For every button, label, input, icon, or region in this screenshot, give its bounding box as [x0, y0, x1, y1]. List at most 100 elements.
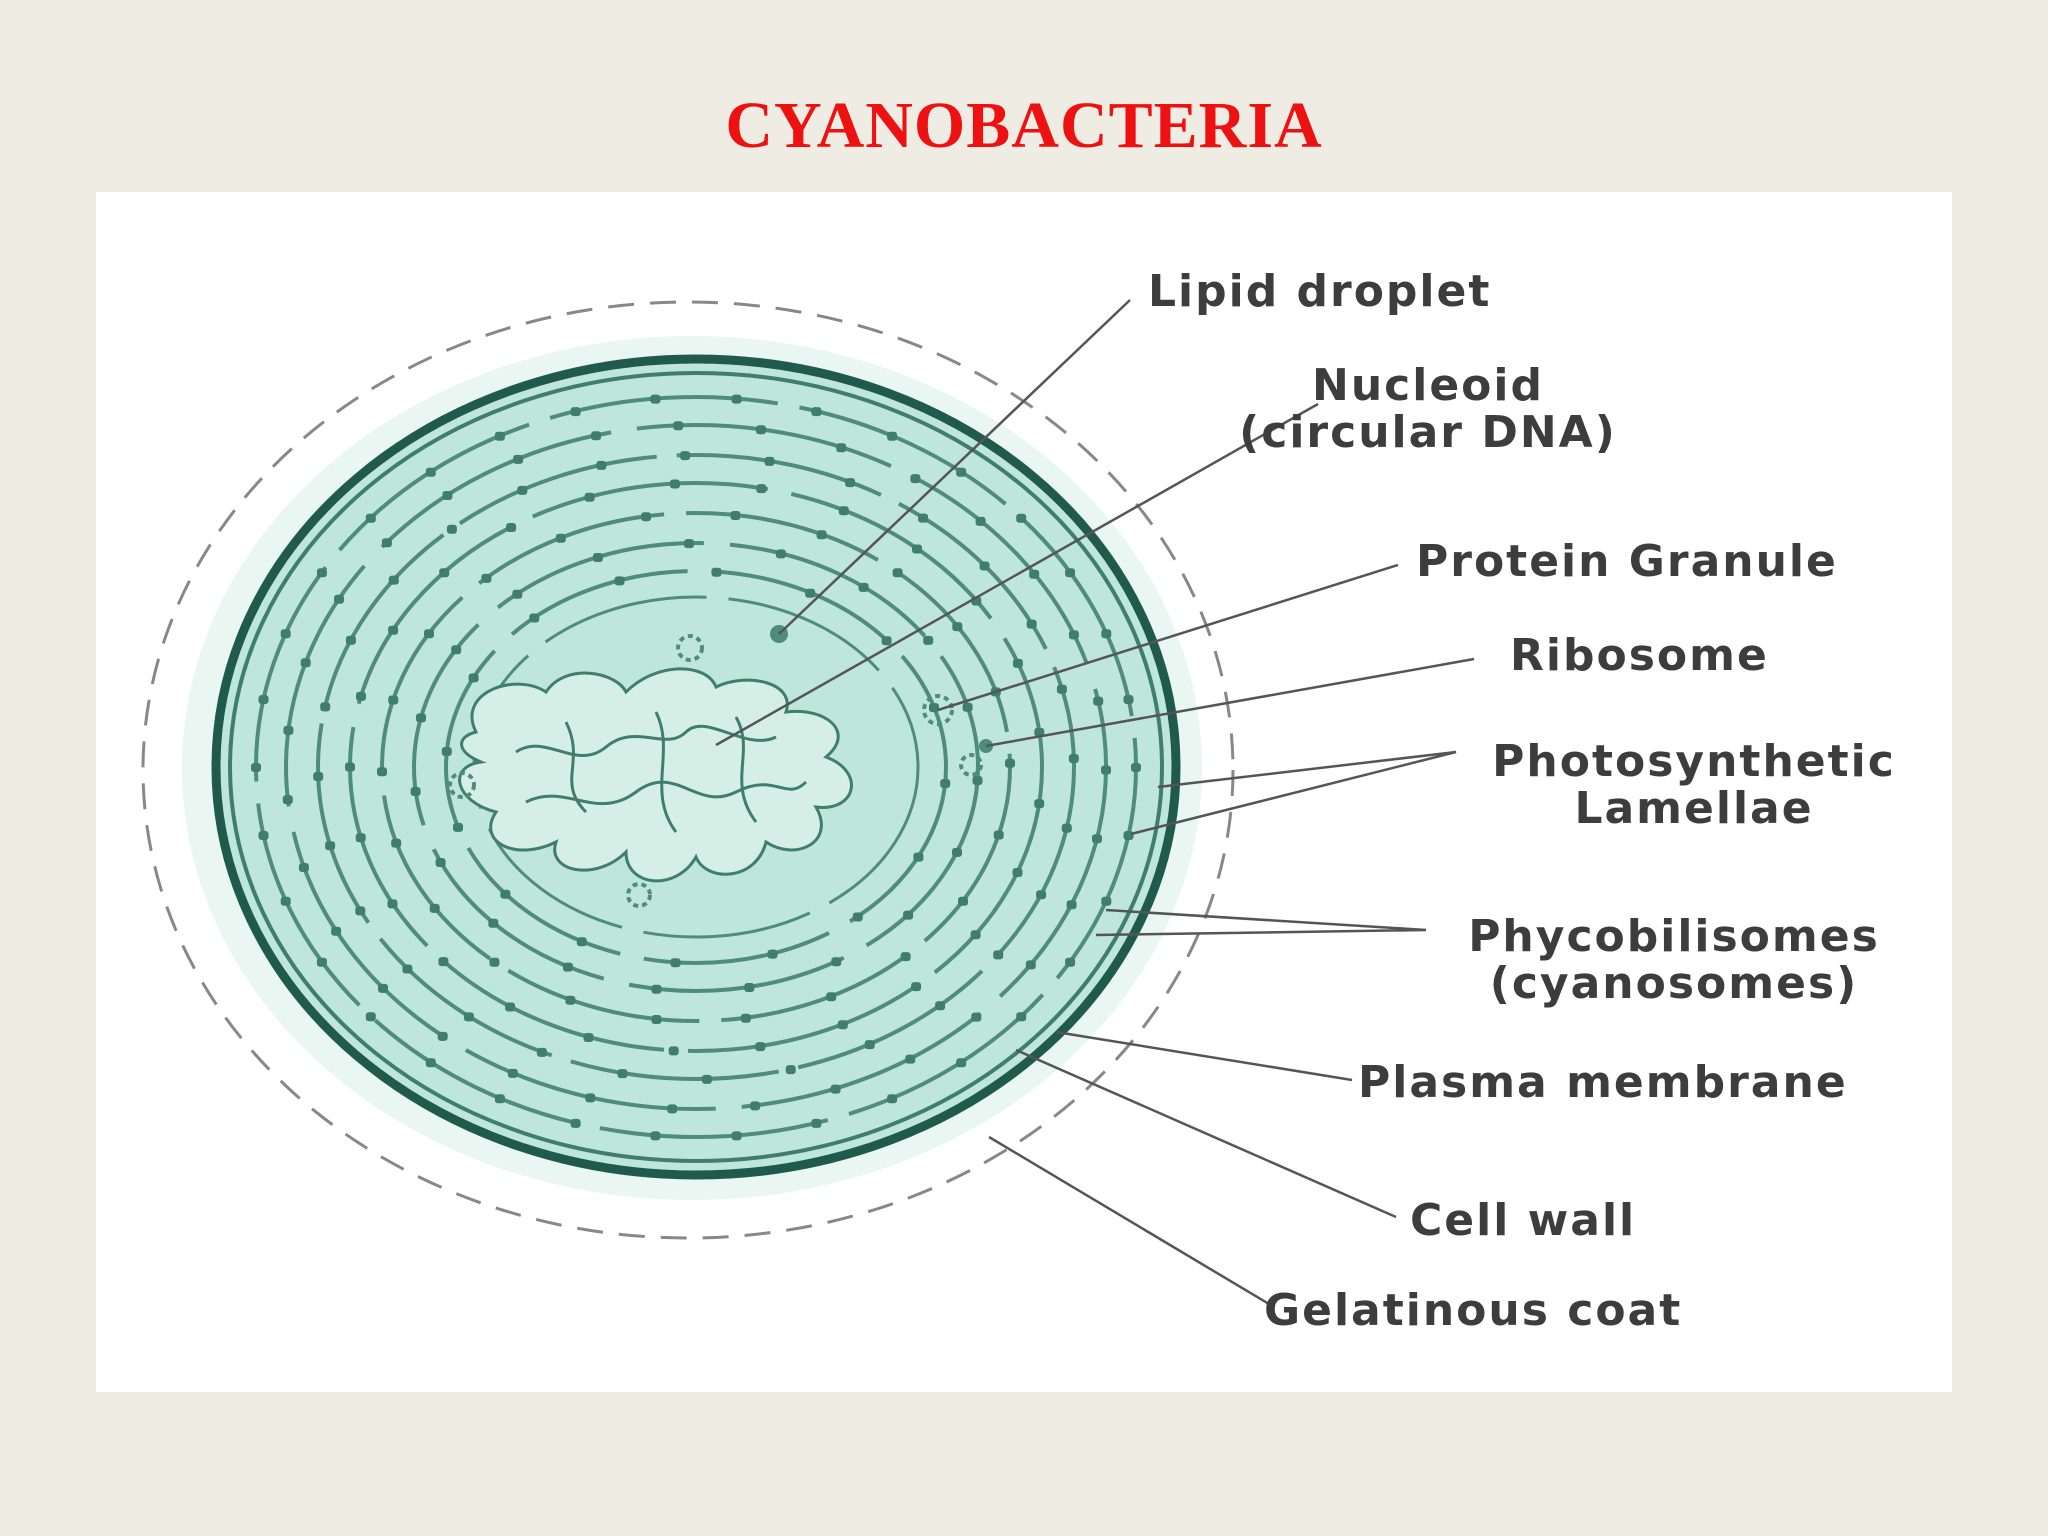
- phycobilisome-granule: [429, 903, 440, 913]
- phycobilisome-granule: [500, 889, 511, 899]
- phycobilisome-granule: [410, 787, 421, 796]
- phycobilisome-granule: [864, 1040, 875, 1050]
- phycobilisome-granule: [468, 673, 479, 683]
- label-cyanosomes: (cyanosomes): [1490, 958, 1859, 1009]
- phycobilisome-granule: [756, 484, 767, 494]
- phycobilisome-granule: [1065, 568, 1076, 578]
- phycobilisome-granule: [650, 1131, 661, 1141]
- phycobilisome-granule: [388, 575, 399, 585]
- phycobilisome-granule: [836, 443, 847, 453]
- phycobilisome-granule: [435, 858, 446, 867]
- leader-gelatinous-coat: [988, 1135, 1275, 1309]
- phycobilisome-granule: [416, 713, 426, 723]
- phycobilisome-granule: [1016, 1012, 1027, 1022]
- phycobilisome-granule: [1123, 831, 1134, 840]
- phycobilisome-granule: [670, 958, 681, 968]
- phycobilisome-granule: [576, 937, 587, 947]
- phycobilisome-granule: [668, 1046, 679, 1056]
- label-lamellae: Lamellae: [1574, 783, 1813, 834]
- phycobilisome-granule: [1034, 727, 1045, 737]
- phycobilisome-granule: [970, 930, 981, 940]
- leader-phycobilisomes-a: [1105, 908, 1427, 932]
- phycobilisome-granule: [316, 957, 327, 967]
- phycobilisome-granule: [673, 421, 684, 431]
- phycobilisome-granule: [441, 747, 452, 756]
- phycobilisome-granule: [1016, 513, 1027, 523]
- phycobilisome-granule: [651, 1015, 662, 1024]
- phycobilisome-granule: [565, 995, 576, 1005]
- phycobilisome-granule: [1029, 569, 1040, 579]
- phycobilisome-granule: [1068, 754, 1079, 763]
- phycobilisome-granule: [731, 1131, 742, 1141]
- phycobilisome-granule: [334, 594, 344, 604]
- phycobilisome-granule: [1068, 630, 1079, 640]
- phycobilisome-granule: [1005, 758, 1015, 768]
- phycobilisome-granule: [1056, 684, 1067, 694]
- cyanobacteria-cell-diagram: Lipid droplet Nucleoid (circular DNA) Pr…: [141, 266, 1896, 1336]
- phycobilisome-granule: [280, 896, 291, 906]
- phycobilisome-granule: [892, 568, 903, 578]
- phycobilisome-granule: [494, 431, 505, 441]
- phycobilisome-granule: [377, 767, 387, 777]
- label-nucleoid-sub: (circular DNA): [1239, 407, 1617, 458]
- phycobilisome-granule: [614, 576, 625, 586]
- phycobilisome-granule: [993, 830, 1004, 840]
- phycobilisome-granule: [962, 702, 973, 712]
- phycobilisome-granule: [1061, 823, 1072, 833]
- phycobilisome-granule: [923, 635, 934, 645]
- phycobilisome-granule: [283, 725, 294, 735]
- label-lipid-droplet: Lipid droplet: [1148, 266, 1491, 317]
- phycobilisome-granule: [251, 763, 261, 772]
- phycobilisome-granule: [650, 394, 661, 404]
- phycobilisome-granule: [345, 762, 355, 772]
- phycobilisome-granule: [425, 1058, 436, 1068]
- phycobilisome-granule: [345, 635, 356, 645]
- phycobilisome-granule: [900, 952, 911, 962]
- phycobilisome-granule: [816, 530, 827, 540]
- phycobilisome-granule: [365, 513, 376, 523]
- phycobilisome-granule: [280, 629, 291, 639]
- phycobilisome-granule: [442, 491, 453, 500]
- phycobilisome-granule: [730, 511, 741, 520]
- phycobilisome-granule: [570, 407, 581, 417]
- phycobilisome-granule: [887, 431, 898, 441]
- phycobilisome-granule: [701, 1074, 712, 1084]
- phycobilisome-granule: [913, 852, 924, 862]
- label-plasma-membrane: Plasma membrane: [1358, 1057, 1848, 1108]
- phycobilisome-granule: [506, 523, 517, 532]
- gelatinous-coat-outline: [141, 300, 1235, 1240]
- phycobilisome-granule: [388, 695, 399, 705]
- phycobilisome-granule: [1093, 696, 1104, 706]
- phycobilisome-granule: [437, 1031, 448, 1041]
- label-photosynthetic: Photosynthetic: [1492, 736, 1896, 787]
- phycobilisome-granule: [952, 847, 962, 857]
- phycobilisome-granule: [764, 456, 775, 466]
- leader-lines: [715, 299, 1475, 1309]
- phycobilisome-granule: [929, 703, 939, 713]
- phycobilisome-granule: [425, 467, 436, 477]
- phycobilisome-granule: [555, 533, 566, 543]
- phycobilisome-granule: [365, 1012, 376, 1022]
- leader-phycobilisomes-b: [1095, 928, 1427, 937]
- label-cell-wall: Cell wall: [1410, 1195, 1636, 1246]
- leader-nucleoid: [715, 402, 1319, 747]
- photosynthetic-lamellae: [254, 395, 1138, 1139]
- phycobilisome-granule: [744, 983, 755, 992]
- phycobilisome-granule: [355, 833, 366, 843]
- phycobilisome-granule: [775, 549, 786, 559]
- phycobilisome-granule: [711, 567, 722, 577]
- phycobilisome-granule: [355, 906, 366, 916]
- phycobilisome-granule: [1034, 799, 1045, 809]
- phycobilisome-granule: [596, 460, 607, 470]
- leader-photosynthetic-a: [1157, 750, 1457, 789]
- phycobilisome-granule: [585, 1093, 596, 1103]
- inclusion-body: [448, 771, 476, 799]
- phycobilisome-granule: [845, 478, 856, 488]
- phycobilisome-granules: [251, 394, 1141, 1141]
- leader-protein-granule: [937, 563, 1399, 712]
- phycobilisome-granule: [1025, 960, 1036, 970]
- phycobilisome-granule: [1026, 619, 1037, 629]
- phycobilisome-granule: [381, 538, 392, 548]
- phycobilisome-granule: [258, 831, 269, 840]
- phycobilisome-granule: [1065, 957, 1076, 967]
